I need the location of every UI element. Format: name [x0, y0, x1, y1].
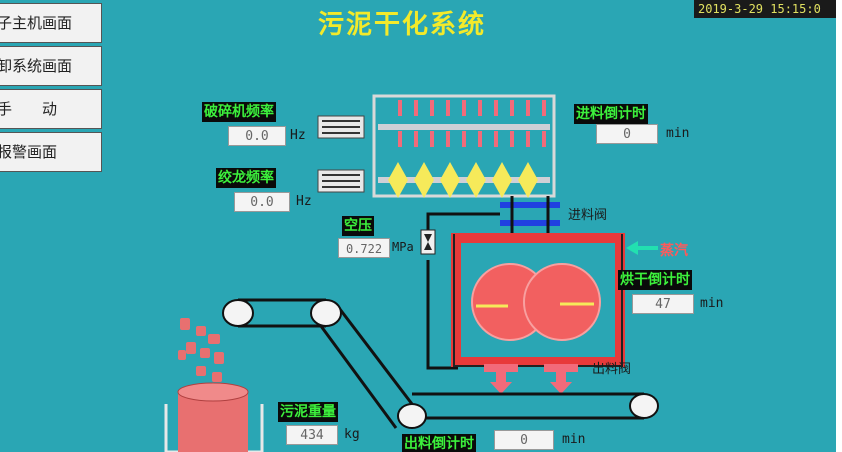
- discharge-countdown-unit: min: [562, 432, 586, 447]
- alarm-screen-button[interactable]: 报警画面: [0, 132, 102, 172]
- steam-arrow-icon: [626, 241, 658, 255]
- feed-countdown-value: 0: [596, 124, 658, 144]
- air-pressure-value: 0.722: [338, 238, 390, 258]
- conveyor-belt: [222, 298, 659, 429]
- dry-countdown-unit: min: [700, 296, 724, 311]
- air-pressure-unit: MPa: [392, 240, 414, 254]
- auger-motor-icon: [317, 169, 365, 193]
- sludge-weight-unit: kg: [344, 427, 360, 442]
- feed-countdown-label: 进料倒计时: [574, 104, 648, 124]
- page-title: 污泥干化系统: [318, 10, 487, 40]
- main-screen-button[interactable]: 子主机画面: [0, 3, 102, 43]
- dry-countdown-value: 47: [632, 294, 694, 314]
- feed-valve-icon: [500, 196, 560, 236]
- discharge-countdown-value: 0: [494, 430, 554, 450]
- dry-countdown-label: 烘干倒计时: [618, 270, 692, 290]
- sludge-weight-value: 434: [286, 425, 338, 445]
- auger-frequency-label: 绞龙频率: [216, 168, 276, 188]
- clock: 2019-3-29 15:15:0: [694, 0, 836, 18]
- air-pressure-label: 空压: [342, 216, 374, 236]
- feed-countdown-unit: min: [666, 126, 690, 141]
- discharge-valve-label: 出料阀: [592, 362, 632, 377]
- crusher-frequency-label: 破碎机频率: [202, 102, 276, 122]
- sludge-particles: [178, 318, 224, 382]
- sludge-bin: [164, 382, 264, 452]
- crusher-auger-unit: [317, 94, 556, 198]
- dryer-vessel: [451, 233, 625, 394]
- manual-button[interactable]: 手 动: [0, 89, 102, 129]
- crusher-frequency-value: 0.0: [228, 126, 286, 146]
- auger-frequency-unit: Hz: [296, 194, 312, 209]
- sludge-weight-label: 污泥重量: [278, 402, 338, 422]
- crusher-frequency-unit: Hz: [290, 128, 306, 143]
- air-valve-icon: [420, 229, 436, 255]
- steam-label: 蒸汽: [660, 243, 688, 259]
- feed-valve-label: 进料阀: [568, 208, 608, 223]
- crusher-motor-icon: [317, 115, 365, 139]
- unload-system-button[interactable]: 卸系统画面: [0, 46, 102, 86]
- discharge-countdown-label: 出料倒计时: [402, 434, 476, 452]
- auger-frequency-value: 0.0: [234, 192, 290, 212]
